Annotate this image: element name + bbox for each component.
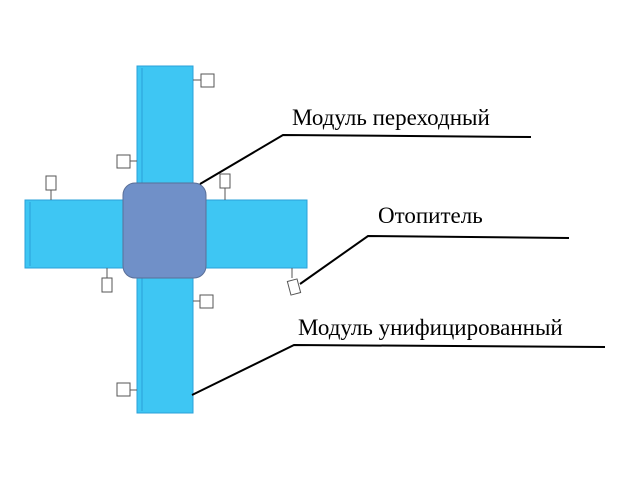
heaters — [45, 73, 302, 397]
heater-icon — [219, 173, 231, 200]
module-bottom-arm — [136, 271, 194, 414]
heater-icon — [286, 268, 302, 296]
label-heater: Отопитель — [378, 203, 483, 228]
label-unified-module: Модуль унифицированный — [298, 315, 563, 340]
leader-line-transition — [199, 133, 532, 185]
leader-lines — [191, 133, 606, 396]
module-left-arm — [24, 199, 127, 269]
horizontal-module — [24, 199, 308, 269]
transition-module-hub — [122, 182, 207, 279]
leader-line-heater — [299, 234, 570, 285]
label-transition-module: Модуль переходный — [292, 105, 490, 130]
heater-icon — [101, 268, 113, 293]
module-top-arm — [136, 65, 194, 189]
vertical-unified-module — [136, 65, 194, 414]
heater-icon — [45, 175, 57, 200]
heater-icon — [193, 73, 215, 88]
heater-icon — [116, 382, 137, 397]
heater-icon — [116, 154, 137, 169]
leader-line-unified — [191, 343, 606, 396]
heater-icon — [193, 294, 214, 309]
module-right-arm — [202, 199, 308, 269]
